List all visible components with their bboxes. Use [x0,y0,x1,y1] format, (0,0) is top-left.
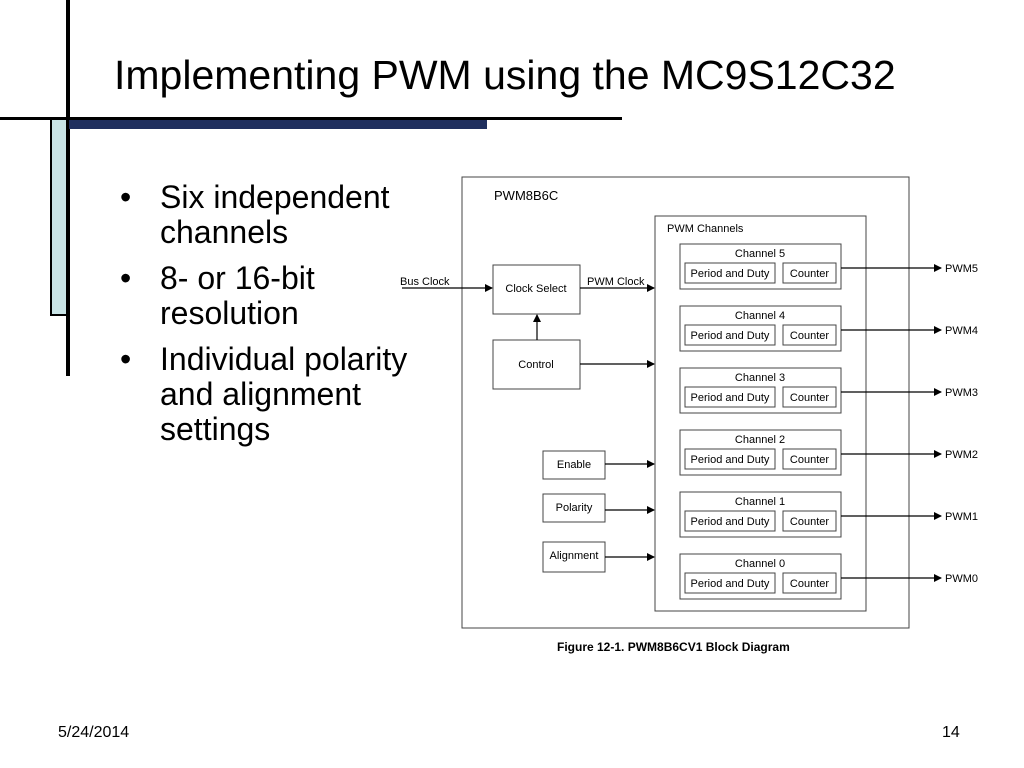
channel-block: Channel 0 Period and Duty Counter PWM0 [679,553,978,600]
channel-block: Channel 4 Period and Duty Counter PWM4 [679,305,978,352]
pwm-output-label: PWM2 [945,449,978,461]
channel-label: Channel 3 [735,372,785,384]
counter-box [782,510,837,532]
period-duty-label: Period and Duty [691,330,770,342]
channel-block: Channel 5 Period and Duty Counter PWM5 [679,243,978,290]
control-label: Control [518,359,553,371]
channel-block: Channel 1 Period and Duty Counter PWM1 [679,491,978,538]
polarity-box [542,493,606,523]
enable-label: Enable [557,459,591,471]
vertical-rule [66,0,70,376]
period-duty-box [684,510,776,532]
enable-box [542,450,606,480]
module-label: PWM8B6C [494,188,558,203]
bullet-item: Six independent channels [118,180,408,250]
slide-number: 14 [942,724,960,741]
period-duty-box [684,448,776,470]
period-duty-box [684,386,776,408]
pwm-output-label: PWM3 [945,387,978,399]
bullet-item: Individual polarity and alignment settin… [118,342,408,447]
channel-box [679,243,842,290]
pwm-output-label: PWM1 [945,511,978,523]
slide-title: Implementing PWM using the MC9S12C32 [114,52,896,98]
channel-box [679,491,842,538]
channel-block: Channel 2 Period and Duty Counter PWM2 [679,429,978,476]
channel-label: Channel 4 [735,310,785,322]
figure-caption: Figure 12-1. PWM8B6CV1 Block Diagram [557,640,790,654]
channel-block: Channel 3 Period and Duty Counter PWM3 [679,367,978,414]
period-duty-box [684,572,776,594]
horizontal-rule [0,117,622,120]
pwm-output-label: PWM4 [945,325,978,337]
counter-label: Counter [790,578,829,590]
period-duty-label: Period and Duty [691,454,770,466]
counter-box [782,386,837,408]
channel-label: Channel 2 [735,434,785,446]
counter-label: Counter [790,516,829,528]
channel-label: Channel 0 [735,558,785,570]
pwm-clock-label: PWM Clock [587,276,645,288]
channel-label: Channel 5 [735,248,785,260]
period-duty-label: Period and Duty [691,268,770,280]
channel-label: Channel 1 [735,496,785,508]
pwm-channels-box [654,215,867,612]
counter-label: Counter [790,454,829,466]
counter-label: Counter [790,268,829,280]
counter-label: Counter [790,330,829,342]
bus-clock-label: Bus Clock [400,276,450,288]
bullet-item: 8- or 16-bit resolution [118,261,408,331]
channel-box [679,429,842,476]
period-duty-box [684,324,776,346]
counter-box [782,572,837,594]
pwm-output-label: PWM0 [945,573,978,585]
channels-group-label: PWM Channels [667,223,744,235]
period-duty-label: Period and Duty [691,392,770,404]
counter-box [782,262,837,284]
counter-label: Counter [790,392,829,404]
slide-date: 5/24/2014 [58,724,130,741]
channel-box [679,367,842,414]
alignment-label: Alignment [550,550,599,562]
counter-box [782,448,837,470]
pwm-output-label: PWM5 [945,263,978,275]
counter-box [782,324,837,346]
channel-box [679,553,842,600]
period-duty-label: Period and Duty [691,516,770,528]
title-underline-bar [69,120,487,129]
channel-box [679,305,842,352]
accent-box [50,120,68,316]
period-duty-label: Period and Duty [691,578,770,590]
clock-select-label: Clock Select [505,283,566,295]
period-duty-box [684,262,776,284]
polarity-label: Polarity [556,502,593,514]
bullet-list: Six independent channels 8- or 16-bit re… [118,180,408,458]
pwm8b6c-module-box [461,176,910,629]
